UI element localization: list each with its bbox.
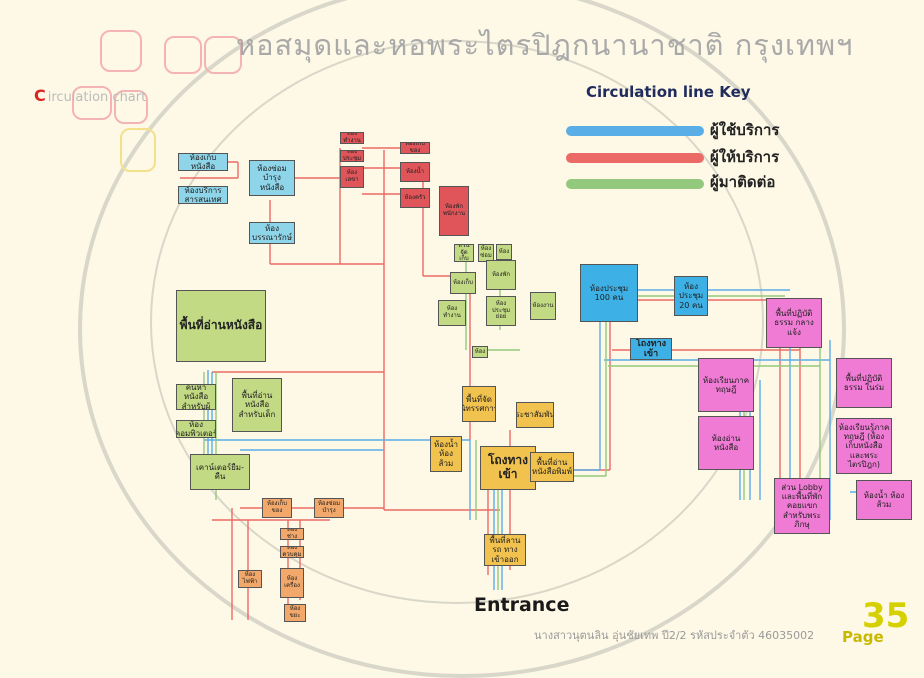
room-red-5: ห้องน้ำ (400, 162, 430, 182)
deco-square (114, 90, 148, 124)
room-red-4: ห้องเก็บของ (400, 142, 430, 154)
legend-line-users (566, 126, 704, 136)
room-green-4: ห้องพัก (486, 260, 516, 290)
deco-square (164, 36, 202, 74)
room-green-3: ห้อง (496, 244, 512, 260)
room-blue-2: ห้องบริการสารสนเทศ (178, 186, 228, 204)
deco-square (100, 30, 142, 72)
room-orange-2: ห้องซ่อมบำรุง (314, 498, 344, 518)
room-children-area: พื้นที่อ่านหนังสือสำหรับเด็ก (232, 378, 282, 432)
room-restroom-bath: ห้องน้ำ ห้องส้วม (856, 480, 912, 520)
room-red-3: ห้องเลขา (340, 166, 364, 188)
deco-square (120, 128, 156, 172)
room-meeting-20: ห้องประชุม 20 คน (674, 276, 708, 316)
deco-square (72, 86, 112, 120)
room-green-1: ส่วนจัดเก็บ (454, 244, 474, 262)
room-circulation: เคาน์เตอร์ยืม-คืน (190, 454, 250, 490)
legend-label-users: ผู้ใช้บริการ (710, 121, 780, 139)
room-reading-area: พื้นที่อ่านหนังสือ (176, 290, 266, 362)
room-public-area: พื้นที่อ่านหนังสือพิมพ์ (530, 452, 574, 482)
legend-label-visitors: ผู้มาติดต่อ (710, 173, 776, 191)
room-orange-6: ห้องเครื่อง (280, 568, 304, 598)
room-practice-outdoor: พื้นที่ปฏิบัติธรรม กลางแจ้ง (766, 298, 822, 348)
room-green-5: ห้องเก็บ (450, 272, 476, 294)
room-red-6: ห้องครัว (400, 188, 430, 208)
room-blue-3: ห้องซ่อมบำรุงหนังสือ (249, 160, 295, 196)
legend-label-staff: ผู้ให้บริการ (710, 148, 780, 166)
room-practice-indoor: พื้นที่ปฏิบัติธรรม ในร่ม (836, 358, 892, 408)
room-orange-4: ห้องควบคุม (280, 546, 304, 558)
room-green-8: ห้องงาน (530, 292, 556, 320)
room-orange-3: ห้องช่าง (280, 528, 304, 540)
room-entry-court: พื้นที่ลานรถ ทางเข้าออก (484, 534, 526, 566)
room-red-1: ห้องทำงาน (340, 132, 364, 144)
circulation-diagram: หอสมุดและหอพระไตรปิฎกนานาชาติ กรุงเทพฯ C… (34, 0, 912, 678)
room-green-6: ห้องทำงาน (438, 300, 466, 326)
room-green-7: ห้องประชุมย่อย (486, 296, 516, 326)
room-reception-lobby: ส่วน Lobby และพื้นที่พักคอยแขก สำหรับพระ… (774, 478, 830, 534)
page-number: 35 (862, 596, 910, 636)
room-main-lobby: โถงทางเข้า (480, 446, 536, 490)
legend-heading: Circulation line Key (586, 83, 751, 101)
room-meeting-100: ห้องประชุม 100 คน (580, 264, 638, 322)
room-restroom: ห้องน้ำ ห้องส้วม (430, 436, 462, 472)
room-exhibition: พื้นที่จัดนิทรรศการ (462, 386, 496, 422)
legend-line-staff (566, 153, 704, 163)
legend-line-visitors (566, 179, 704, 189)
room-orange-5: ห้องไฟฟ้า (238, 570, 262, 588)
room-research: ห้องเรียนรู้ภาคทฤษฎี (ห้องเก็บหนังสือ แล… (836, 418, 892, 474)
author-footer: นางสาวนุตนลิน อุ่นชัยเทพ ปี2/2 รหัสประจำ… (534, 629, 815, 642)
room-book: ห้องอ่านหนังสือ (698, 416, 754, 470)
room-red-7: ห้องพักพนักงาน (439, 186, 469, 236)
room-orange-1: ห้องเก็บของ (262, 498, 292, 518)
watermark-seal-inner (150, 40, 764, 604)
room-info-counter: ประชาสัมพันธ์ (516, 402, 554, 428)
room-red-2: ห้องประชุม (340, 150, 364, 162)
room-east-lobby: โถงทางเข้า (630, 338, 672, 360)
room-blue-4: ห้องบรรณารักษ์ (249, 222, 295, 244)
room-green-9: ห้อง (472, 346, 488, 358)
page-title: หอสมุดและหอพระไตรปิฎกนานาชาติ กรุงเทพฯ (236, 28, 854, 62)
page-word: Page (842, 628, 884, 646)
room-blue-1: ห้องเก็บหนังสือ (178, 153, 228, 171)
room-theory: ห้องเรียนภาคทฤษฎี (698, 358, 754, 412)
room-computer-area: ห้องคอมพิวเตอร์ (176, 420, 216, 438)
room-orange-7: ห้องขยะ (284, 604, 306, 622)
entrance-label: Entrance (474, 594, 570, 616)
deco-square (204, 36, 242, 74)
room-catalog-area: พื้นที่ค้นหาหนังสือ สำหรับผู้ใช้บริการ (176, 384, 216, 410)
